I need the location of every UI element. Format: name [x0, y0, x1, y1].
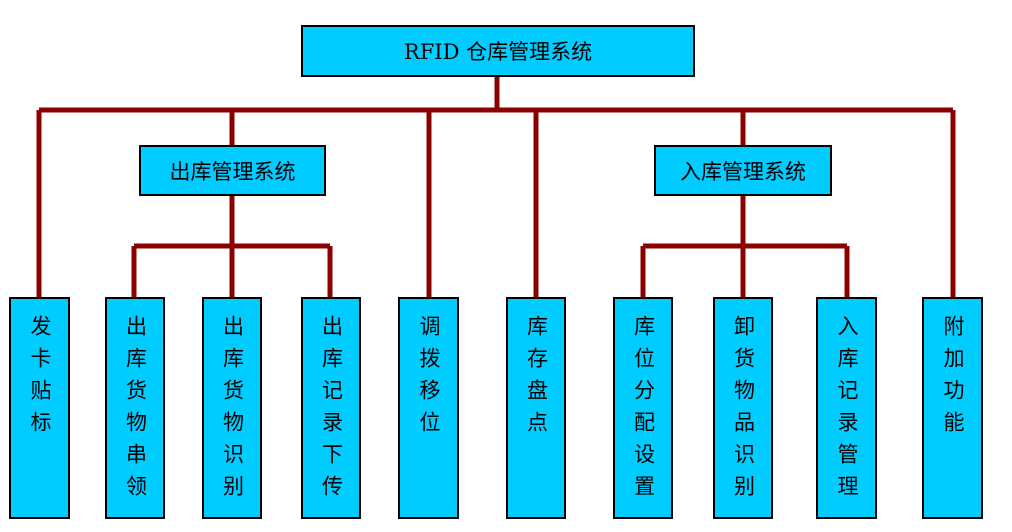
inbound-system-label: 入库管理系统	[680, 159, 806, 184]
leaf-transfer: 调拨移位	[398, 297, 459, 519]
leaf-out-serial-label: 出库货物串领	[123, 315, 148, 507]
outbound-system-node: 出库管理系统	[139, 145, 326, 196]
leaf-out-identify: 出库货物识别	[202, 297, 262, 519]
leaf-location-setup-label: 库位分配设置	[631, 315, 656, 507]
leaf-in-record-label: 入库记录管理	[835, 315, 859, 507]
leaf-inventory-label: 库存盘点	[524, 315, 549, 443]
inbound-system-node: 入库管理系统	[654, 145, 832, 196]
leaf-out-identify-label: 出库货物识别	[220, 315, 245, 507]
leaf-in-record: 入库记录管理	[816, 297, 877, 519]
leaf-addon-label: 附加功能	[941, 315, 965, 443]
leaf-inventory: 库存盘点	[506, 297, 566, 519]
leaf-unload-identify-label: 卸货物品识别	[731, 315, 756, 507]
leaf-addon: 附加功能	[922, 297, 983, 519]
leaf-out-record: 出库记录下传	[301, 297, 361, 519]
root-node-label: RFID 仓库管理系统	[403, 40, 593, 64]
leaf-issue-card-label: 发卡贴标	[28, 315, 52, 443]
leaf-out-record-label: 出库记录下传	[319, 315, 344, 507]
root-node: RFID 仓库管理系统	[301, 25, 695, 77]
leaf-transfer-label: 调拨移位	[417, 315, 441, 443]
outbound-system-label: 出库管理系统	[169, 159, 296, 184]
leaf-unload-identify: 卸货物品识别	[713, 297, 773, 519]
leaf-location-setup: 库位分配设置	[613, 297, 673, 519]
leaf-issue-card: 发卡贴标	[9, 297, 70, 519]
leaf-out-serial: 出库货物串领	[105, 297, 165, 519]
